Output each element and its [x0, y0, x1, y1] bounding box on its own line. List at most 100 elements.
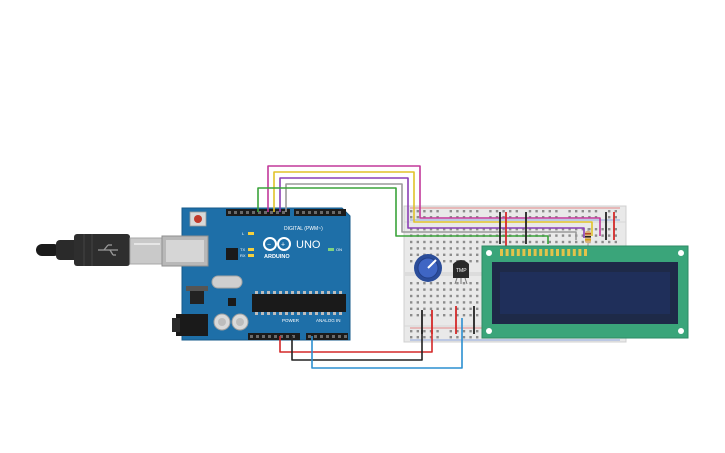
breadboard-hole: [522, 228, 525, 231]
label-rx: RX: [240, 253, 246, 258]
breadboard-hole: [416, 288, 419, 291]
breadboard-hole: [416, 294, 419, 298]
chip-pin: [333, 312, 336, 315]
led-on: [328, 248, 334, 251]
breadboard-hole: [522, 240, 525, 244]
power-analog-pins[interactable]: [250, 335, 347, 338]
breadboard-hole: [568, 240, 571, 244]
breadboard-hole: [588, 210, 591, 213]
breadboard-hole: [423, 314, 426, 317]
logo-minus-icon: −: [267, 242, 271, 249]
breadboard-hole: [410, 301, 413, 304]
usb-cable-tail: [36, 244, 60, 256]
breadboard-hole: [443, 247, 446, 250]
power-pin: [262, 335, 265, 338]
wire-yellow[interactable]: [273, 171, 593, 236]
breadboard-hole: [469, 330, 472, 333]
breadboard-hole: [456, 294, 459, 298]
wire-magenta[interactable]: [267, 165, 601, 236]
breadboard-hole: [515, 210, 518, 213]
breadboard-hole: [429, 228, 433, 231]
lcd-pin: [528, 249, 531, 256]
chip-pin: [273, 291, 276, 294]
breadboard-hole: [410, 314, 413, 317]
breadboard-hole: [555, 210, 558, 213]
breadboard-hole: [429, 307, 433, 310]
potentiometer[interactable]: [414, 254, 442, 282]
breadboard-hole: [449, 282, 452, 285]
digital-pin: [326, 211, 329, 214]
breadboard-hole: [502, 228, 505, 231]
breadboard-hole: [416, 210, 419, 213]
resistor[interactable]: [585, 228, 591, 246]
breadboard-hole: [561, 228, 565, 231]
breadboard-hole: [469, 301, 472, 304]
wire-purple[interactable]: [279, 177, 585, 238]
breadboard-hole: [515, 240, 518, 244]
breadboard-hole: [462, 240, 466, 244]
breadboard-hole: [535, 228, 538, 231]
breadboard-hole: [410, 336, 413, 339]
breadboard-hole: [436, 282, 439, 285]
lcd-screen: [500, 272, 670, 314]
breadboard-hole: [429, 240, 433, 244]
breadboard-hole: [416, 307, 419, 310]
breadboard-hole: [608, 210, 611, 213]
chip-pin: [339, 312, 342, 315]
breadboard-hole: [555, 240, 558, 244]
breadboard-hole: [423, 210, 426, 213]
breadboard-hole: [462, 314, 466, 317]
breadboard-hole: [476, 210, 479, 213]
breadboard-hole: [423, 301, 426, 304]
wire-green[interactable]: [257, 187, 549, 244]
breadboard-hole: [410, 294, 413, 298]
wire-blue-a0[interactable]: [311, 318, 463, 369]
digital-pin: [332, 211, 335, 214]
usb-cable-boot: [56, 240, 78, 260]
breadboard-hole: [502, 240, 505, 244]
breadboard-hole: [476, 228, 479, 231]
breadboard-hole: [476, 240, 479, 244]
breadboard-hole: [614, 240, 617, 244]
chip-pin: [321, 312, 324, 315]
breadboard-hole: [436, 307, 439, 310]
breadboard-hole: [456, 247, 459, 250]
breadboard-hole: [423, 282, 426, 285]
breadboard-hole: [456, 228, 459, 231]
digital-pins[interactable]: [228, 211, 341, 214]
breadboard-hole: [416, 336, 419, 339]
tmp-temperature-sensor[interactable]: TMP: [453, 260, 469, 285]
breadboard-hole: [469, 260, 472, 263]
breadboard-hole: [495, 228, 499, 231]
breadboard-hole: [456, 301, 459, 304]
breadboard-hole: [476, 282, 479, 285]
breadboard-hole: [416, 314, 419, 317]
wire-black-gnd[interactable]: [291, 330, 423, 361]
lcd-pin: [505, 249, 509, 256]
breadboard-hole: [462, 228, 466, 231]
breadboard-hole: [436, 247, 439, 250]
digital-pin: [270, 211, 273, 214]
lcd-pins[interactable]: [500, 249, 587, 256]
power-jack: [176, 314, 208, 336]
lcd-16x2[interactable]: [481, 245, 689, 339]
lcd-pin: [556, 249, 559, 256]
breadboard-hole: [548, 240, 551, 244]
usb-cable[interactable]: [36, 234, 165, 266]
breadboard-hole: [608, 240, 611, 244]
breadboard-hole: [423, 288, 426, 291]
wire-red-5v[interactable]: [279, 330, 433, 353]
analog-pin: [338, 335, 341, 338]
chip-pin: [327, 291, 330, 294]
lcd-pin: [572, 249, 576, 256]
breadboard-hole: [548, 210, 551, 213]
breadboard-hole: [456, 240, 459, 244]
wires-digital[interactable]: [257, 165, 601, 244]
wires-bottom[interactable]: [279, 318, 463, 369]
breadboard-hole: [410, 253, 413, 256]
breadboard-hole: [528, 210, 532, 213]
arduino-uno-board[interactable]: L TX RX ON − + UNO ARDUINO DIGITAL (PWM~…: [161, 207, 351, 341]
reset-button-cap: [194, 215, 202, 223]
breadboard-hole: [429, 282, 433, 285]
breadboard-hole: [476, 294, 479, 298]
